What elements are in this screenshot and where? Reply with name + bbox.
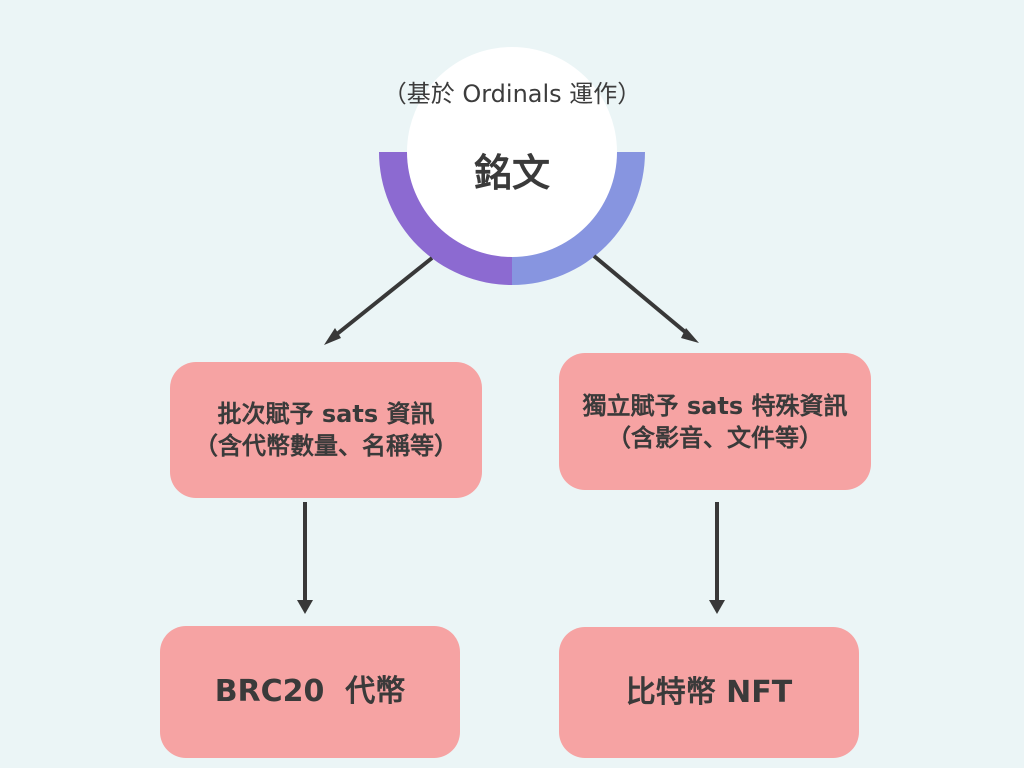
center-circle [407,47,617,257]
ring-left-segment [379,152,512,285]
center-title: 銘文 [473,151,550,195]
subtitle: （基於 Ordinals 運作） [382,80,642,108]
right-result-label: 比特幣 NFT [625,674,793,710]
left-branch-line1: 批次賦予 sats 資訊 [217,400,435,428]
left-result-box: BRC20 代幣 [160,626,460,758]
arrowhead-right-result [709,600,725,614]
right-branch-line1: 獨立賦予 sats 特殊資訊 [582,391,848,420]
arrowhead-right-branch [681,328,699,343]
right-result-box: 比特幣 NFT [559,627,859,758]
right-branch-box: 獨立賦予 sats 特殊資訊 （含影音、文件等） [559,353,871,490]
ring-right-segment [512,152,645,285]
right-branch-line2: （含影音、文件等） [607,423,823,452]
left-branch-line2: （含代幣數量、名稱等） [194,432,458,460]
arrowhead-left-branch [324,328,341,345]
arrow-to-left-branch [330,256,434,340]
arrow-to-right-branch [592,254,692,338]
arrowhead-left-result [297,600,313,614]
left-branch-box: 批次賦予 sats 資訊 （含代幣數量、名稱等） [170,362,482,498]
left-result-label: BRC20 代幣 [214,674,406,709]
